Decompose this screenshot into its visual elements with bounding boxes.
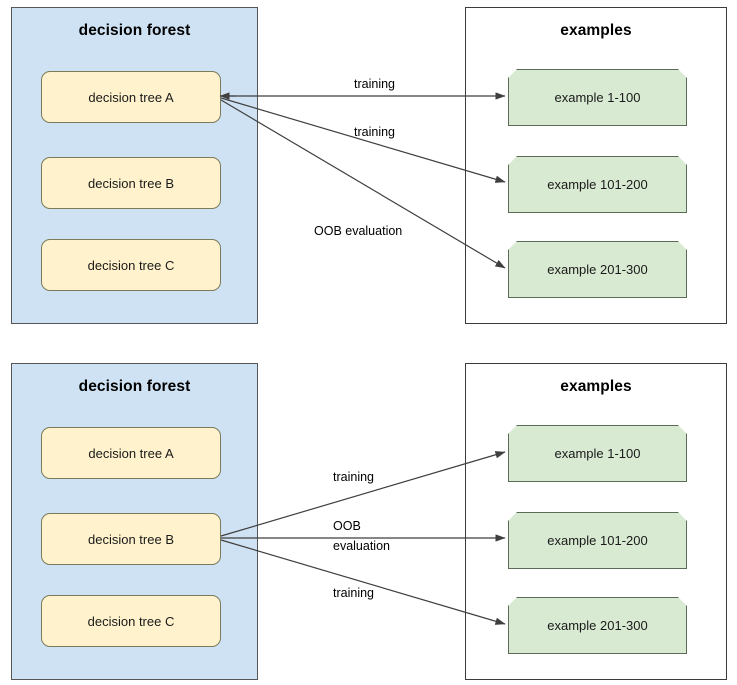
decision-tree-c-label-top: decision tree C bbox=[87, 257, 175, 273]
edge-label-oob-line2-bottom: evaluation bbox=[333, 539, 390, 553]
edge-label-oob-evaluation-top: OOB evaluation bbox=[314, 224, 403, 238]
decision-tree-c-label-bottom: decision tree C bbox=[87, 613, 175, 629]
example-1-100-box-bottom[interactable]: example 1-100 bbox=[508, 425, 687, 482]
decision-tree-a-label-bottom: decision tree A bbox=[88, 445, 174, 461]
decision-tree-a-box-bottom[interactable]: decision tree A bbox=[41, 427, 221, 479]
example-1-100-label-bottom: example 1-100 bbox=[554, 446, 641, 461]
decision-tree-b-box-bottom[interactable]: decision tree B bbox=[41, 513, 221, 565]
edge-training-2 bbox=[220, 97, 506, 183]
edge-label-training-1-bottom: training bbox=[333, 470, 374, 484]
decision-forest-container-bottom: decision forest decision tree A decision… bbox=[11, 363, 258, 680]
edge-training-1 bbox=[220, 451, 506, 537]
decision-tree-a-box-top[interactable]: decision tree A bbox=[41, 71, 221, 123]
example-1-100-box-top[interactable]: example 1-100 bbox=[508, 69, 687, 126]
decision-forest-title-bottom: decision forest bbox=[78, 378, 191, 395]
example-card-shape bbox=[508, 512, 687, 569]
example-101-200-box-top[interactable]: example 101-200 bbox=[508, 156, 687, 213]
examples-title-bottom: examples bbox=[560, 378, 632, 395]
edge-label-training-2-top: training bbox=[354, 125, 395, 139]
diagram-top: decision forest decision tree A decision… bbox=[11, 7, 727, 324]
example-201-300-label-bottom: example 201-300 bbox=[547, 618, 648, 633]
examples-container-bottom: examples example 1-100 example 101-200 e… bbox=[465, 363, 727, 680]
example-101-200-label-top: example 101-200 bbox=[547, 177, 648, 192]
edge-label-training-1-top: training bbox=[354, 77, 395, 91]
decision-tree-c-box-top[interactable]: decision tree C bbox=[41, 239, 221, 291]
example-101-200-box-bottom[interactable]: example 101-200 bbox=[508, 512, 687, 569]
decision-forest-container-top: decision forest decision tree A decision… bbox=[11, 7, 258, 324]
example-card-shape bbox=[508, 597, 687, 654]
edge-label-oob-line1-bottom: OOB bbox=[333, 519, 361, 533]
example-card-shape bbox=[508, 69, 687, 126]
examples-title-top: examples bbox=[560, 22, 632, 39]
example-1-100-label-top: example 1-100 bbox=[554, 90, 641, 105]
example-201-300-box-top[interactable]: example 201-300 bbox=[508, 241, 687, 298]
example-card-shape bbox=[508, 241, 687, 298]
example-101-200-label-bottom: example 101-200 bbox=[547, 533, 648, 548]
example-card-shape bbox=[508, 156, 687, 213]
decision-tree-b-label-bottom: decision tree B bbox=[88, 531, 174, 547]
diagram-bottom: decision forest decision tree A decision… bbox=[0, 343, 737, 685]
example-201-300-box-bottom[interactable]: example 201-300 bbox=[508, 597, 687, 654]
decision-tree-b-label-top: decision tree B bbox=[88, 175, 174, 191]
decision-tree-c-box-bottom[interactable]: decision tree C bbox=[41, 595, 221, 647]
edge-label-training-2-bottom: training bbox=[333, 586, 374, 600]
example-201-300-label-top: example 201-300 bbox=[547, 262, 648, 277]
decision-forest-title-top: decision forest bbox=[78, 22, 191, 39]
example-card-shape bbox=[508, 425, 687, 482]
decision-tree-a-label-top: decision tree A bbox=[88, 89, 174, 105]
examples-container-top: examples example 1-100 example 101-200 e… bbox=[465, 7, 727, 324]
decision-tree-b-box-top[interactable]: decision tree B bbox=[41, 157, 221, 209]
